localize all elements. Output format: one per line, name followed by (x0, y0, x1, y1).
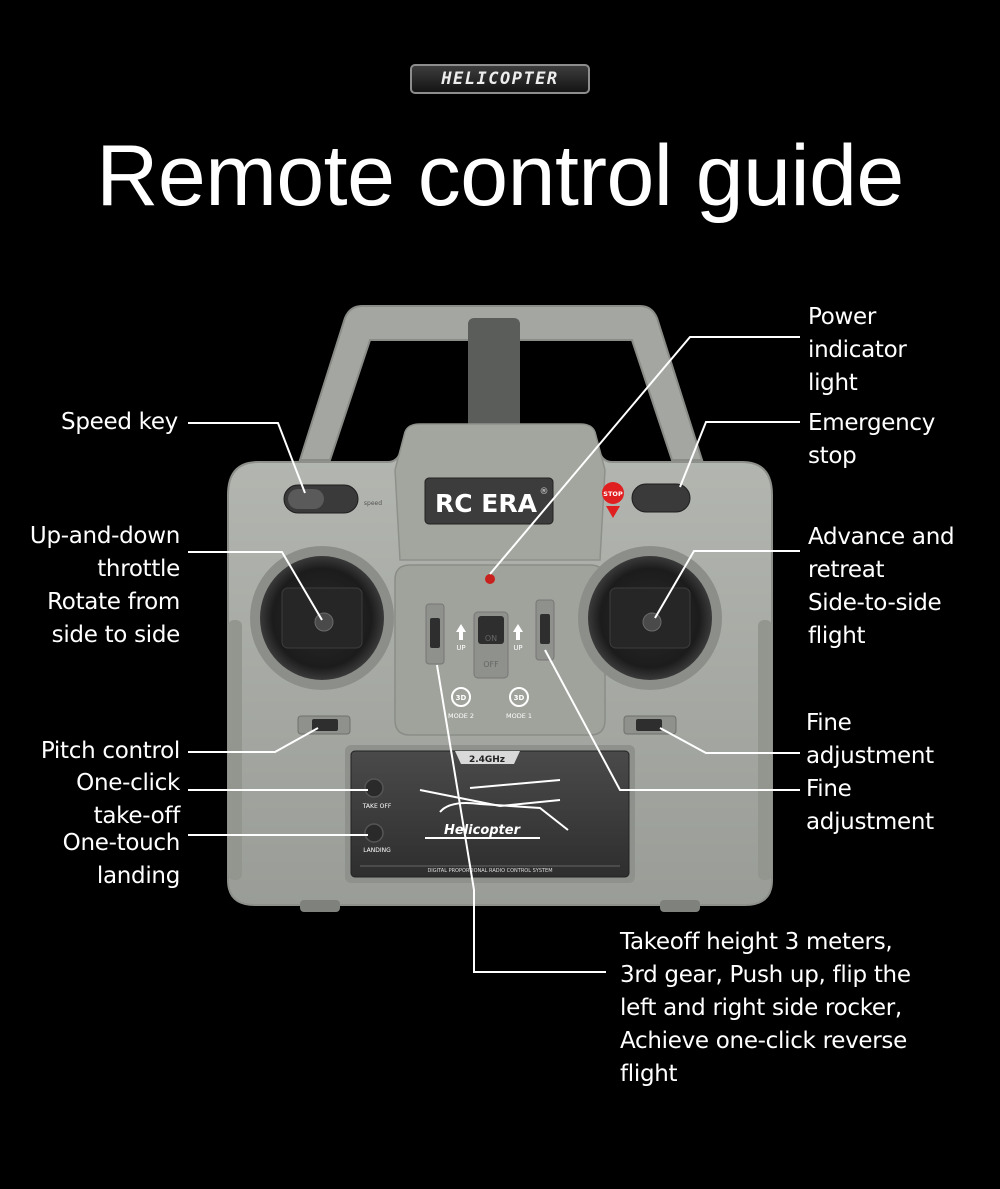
brand-registered-mark: ® (540, 487, 549, 497)
switch-on-label: ON (485, 634, 497, 643)
landing-button[interactable] (364, 823, 384, 843)
power-indicator-led (485, 574, 495, 584)
landing-button-label: LANDING (363, 847, 391, 854)
label-one-click-takeoff: One-click take-off (76, 770, 180, 829)
label-speed-key: Speed key (61, 409, 178, 435)
leader-fine-1 (659, 727, 800, 754)
mode-1-label: MODE 1 (506, 712, 532, 720)
take-off-button-label: TAKE OFF (362, 803, 392, 810)
label-pitch-control: Pitch control (40, 738, 180, 764)
power-switch[interactable]: ON OFF (473, 611, 509, 679)
mode-2-indicator: 3D MODE 2 (448, 687, 474, 720)
brand-text: RC ERA (435, 489, 538, 518)
arrow-down-icon (606, 506, 620, 518)
label-power-indicator: Power indicator light (808, 304, 907, 396)
left-joystick[interactable] (250, 546, 394, 690)
3d-mode-icon (509, 687, 529, 707)
label-throttle: Up-and-down throttle Rotate from side to… (29, 523, 180, 648)
stop-icon (602, 482, 624, 504)
helicopter-badge-text: HELICOPTER (441, 69, 559, 89)
arrow-up-icon (513, 624, 523, 640)
mode-1-icon-text: 3D (514, 694, 525, 702)
label-one-touch-landing: One-touch landing (62, 830, 181, 889)
label-flip-note: Takeoff height 3 meters, 3rd gear, Push … (620, 929, 911, 1087)
mode-2-icon-text: 3D (456, 694, 467, 702)
stop-badge-text: STOP (603, 490, 623, 498)
emergency-stop-button[interactable]: STOP (602, 482, 691, 518)
right-joystick[interactable] (578, 546, 722, 690)
page-title: Remote control guide (96, 128, 904, 224)
brand-plate: RC ERA ® (424, 477, 554, 525)
panel-caption: DIGITAL PROPORTIONAL RADIO CONTROL SYSTE… (427, 868, 552, 874)
label-fine-adjustment-2: Fine adjustment (806, 776, 934, 835)
leader-emergency (679, 421, 800, 488)
right-flip-rocker[interactable] (535, 599, 555, 661)
leader-throttle (188, 551, 323, 621)
leader-fine-2 (544, 649, 800, 791)
switch-off-label: OFF (483, 660, 499, 669)
speed-small-label: speed (364, 500, 382, 507)
leader-advance (654, 550, 800, 619)
leader-power (489, 336, 800, 575)
label-advance-retreat: Advance and retreat Side-to-side flight (808, 524, 955, 649)
leader-pitch (188, 727, 319, 753)
3d-mode-icon (451, 687, 471, 707)
up-left-label: UP (456, 644, 465, 652)
label-emergency-stop: Emergency stop (808, 410, 936, 469)
speed-key[interactable]: speed (283, 484, 382, 514)
arrow-up-icon (456, 624, 466, 640)
up-right-label: UP (513, 644, 522, 652)
antenna (468, 318, 520, 430)
label-fine-adjustment-1: Fine adjustment (806, 710, 934, 769)
take-off-button[interactable] (364, 778, 384, 798)
bottom-panel: 2.4GHz TAKE OFF LANDING Helicopter DIGIT… (345, 745, 635, 883)
leader-speed-key (188, 422, 306, 494)
mode-1-indicator: 3D MODE 1 (506, 687, 532, 720)
left-fine-trim[interactable] (297, 715, 351, 735)
leader-flip (436, 664, 606, 973)
mode-2-label: MODE 2 (448, 712, 474, 720)
left-flip-rocker[interactable] (425, 603, 445, 665)
frequency-label: 2.4GHz (469, 755, 505, 765)
helicopter-badge: HELICOPTER (410, 64, 590, 94)
